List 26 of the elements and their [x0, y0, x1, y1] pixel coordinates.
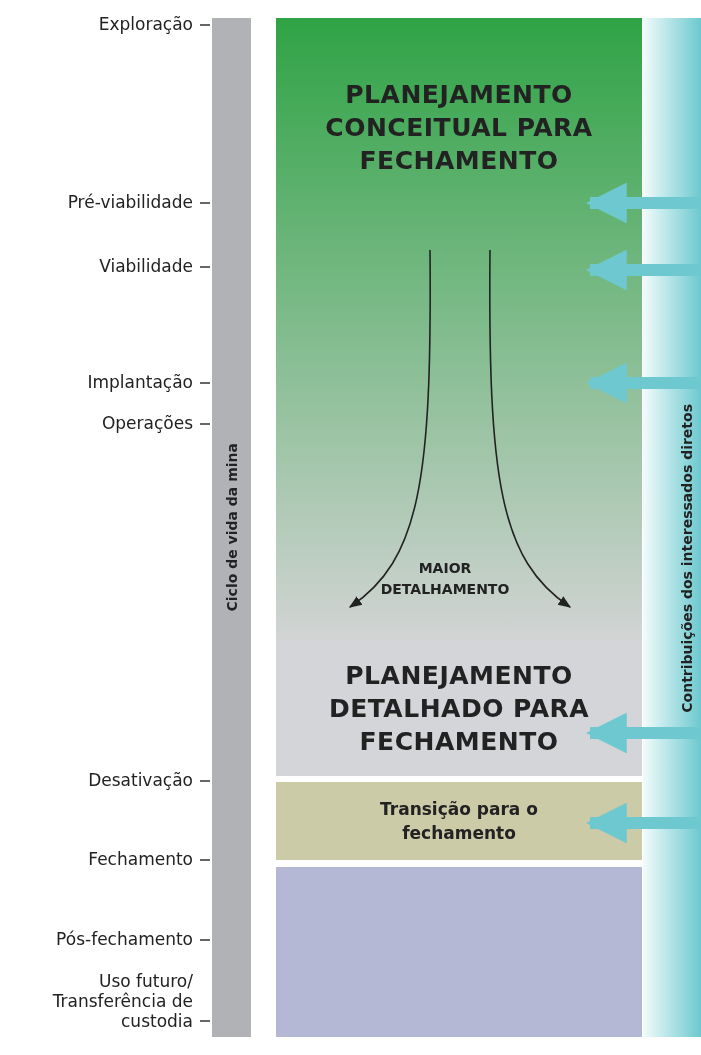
phase-label: Pré-viabilidade — [67, 192, 193, 212]
phase-label: Viabilidade — [99, 256, 193, 276]
phase-box — [276, 640, 642, 776]
phase-box — [276, 782, 642, 860]
phase-label: Operações — [101, 413, 193, 433]
lifecycle-bar — [212, 18, 251, 1037]
phase-box — [276, 18, 642, 640]
arrow — [585, 249, 701, 291]
box-title: Transição para o fechamento — [379, 798, 539, 845]
box-title: PLANEJAMENTO DETALHADO PARA FECHAMENTO — [327, 659, 591, 758]
arrow — [585, 182, 701, 224]
arrow — [585, 712, 701, 754]
phase-label: Uso futuro/ Transferência de custodia — [51, 971, 193, 1031]
phase-label: Pós-fechamento — [56, 929, 193, 949]
phase-label: Exploração — [98, 14, 193, 34]
phase-label: Desativação — [88, 770, 193, 790]
stakeholder-band — [643, 18, 701, 1037]
bar-title: Ciclo de vida da mina — [223, 443, 240, 612]
band-title: Contribuições dos interessados diretos — [679, 404, 695, 713]
phase-box — [276, 867, 642, 1037]
annotation-text: MAIOR DETALHAMENTO — [380, 559, 510, 599]
box-title: PLANEJAMENTO CONCEITUAL PARA FECHAMENTO — [324, 79, 594, 177]
arrow — [585, 362, 701, 404]
arrow — [585, 802, 701, 844]
phase-label: Implantação — [87, 372, 193, 392]
phase-label: Fechamento — [88, 849, 193, 869]
